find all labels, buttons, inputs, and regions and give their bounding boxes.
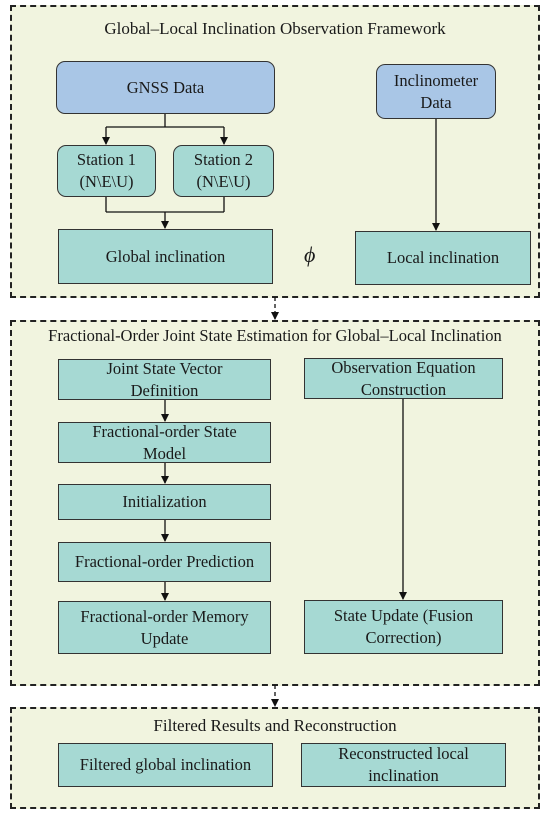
panel-title-estimation: Fractional-Order Joint State Estimation … (48, 326, 502, 345)
state-model-box: Fractional-order State Model (58, 422, 271, 463)
gnss-data-label: GNSS Data (126, 77, 205, 97)
inclinometer-data-box: Inclinometer Data (376, 64, 496, 119)
observation-label-line1: Observation Equation (331, 357, 476, 377)
joint-state-label-line1: Joint State Vector (106, 358, 223, 378)
reconstructed-local-label-line2: inclination (368, 766, 439, 785)
filtered-global-box: Filtered global inclination (58, 743, 273, 787)
station-1-box: Station 1 (N\E\U) (57, 145, 156, 197)
inclinometer-label-line1: Inclinometer (393, 70, 479, 90)
inclinometer-label-line2: Data (420, 92, 452, 112)
global-inclination-label: Global inclination (105, 246, 226, 266)
reconstructed-local-box: Reconstructed local inclination (301, 743, 506, 787)
initialization-box: Initialization (58, 484, 271, 520)
local-inclination-box: Local inclination (355, 231, 531, 285)
reconstructed-local-label-line1: Reconstructed local (338, 744, 469, 763)
station-1-axes: (N\E\U) (79, 172, 134, 191)
panel-title-results: Filtered Results and Reconstruction (153, 716, 397, 735)
state-model-label-line2: Model (142, 443, 187, 463)
prediction-box: Fractional-order Prediction (58, 542, 271, 582)
state-update-label-line1: State Update (Fusion (333, 606, 474, 625)
panel-title-observation: Global–Local Inclination Observation Fra… (104, 19, 446, 38)
memory-update-label-line1: Fractional-order Memory (80, 606, 249, 626)
state-update-label-line2: Correction) (365, 628, 442, 647)
prediction-label: Fractional-order Prediction (74, 552, 255, 571)
filtered-global-label: Filtered global inclination (79, 755, 252, 774)
initialization-label: Initialization (122, 492, 207, 511)
station-2-axes: (N\E\U) (196, 172, 251, 191)
memory-update-label-line2: Update (140, 628, 189, 648)
global-inclination-box: Global inclination (58, 229, 273, 284)
memory-update-box: Fractional-order Memory Update (58, 601, 271, 654)
local-inclination-label: Local inclination (386, 248, 500, 267)
state-update-box: State Update (Fusion Correction) (304, 600, 503, 654)
station-2-label: Station 2 (193, 150, 254, 169)
joint-state-label-line2: Definition (130, 380, 199, 400)
observation-label-line2: Construction (360, 379, 447, 399)
phi-symbol: ϕ (304, 242, 316, 267)
station-1-label: Station 1 (76, 150, 137, 169)
observation-equation-box: Observation Equation Construction (304, 358, 503, 399)
station-2-box: Station 2 (N\E\U) (173, 145, 274, 197)
joint-state-vector-box: Joint State Vector Definition (58, 359, 271, 400)
gnss-data-box: GNSS Data (56, 61, 275, 114)
state-model-label-line1: Fractional-order State (92, 421, 237, 441)
